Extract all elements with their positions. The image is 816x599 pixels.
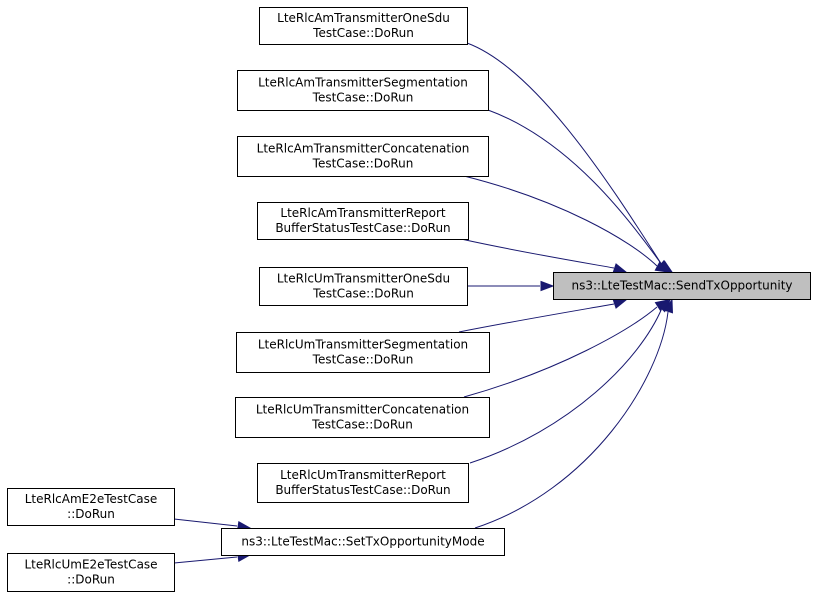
node-label-line: ::DoRun: [67, 507, 115, 521]
node-label-line: TestCase::DoRun: [311, 418, 413, 432]
node-um-report[interactable]: LteRlcUmTransmitterReportBufferStatusTes…: [257, 463, 469, 503]
edge-am_report-to-send_tx: [460, 238, 628, 274]
node-box: [221, 528, 505, 556]
node-label-line: LteRlcAmTransmitterSegmentation: [258, 76, 468, 90]
node-box: [7, 553, 175, 592]
edge-arrowhead: [663, 298, 674, 314]
node-box: [236, 332, 490, 373]
node-am-segmentation[interactable]: LteRlcAmTransmitterSegmentationTestCase:…: [237, 70, 489, 111]
node-label-line: ns3::LteTestMac::SetTxOpportunityMode: [241, 535, 484, 549]
node-label-line: LteRlcUmTransmitterReport: [280, 468, 446, 482]
edge-line: [463, 175, 658, 267]
edge-line: [466, 42, 663, 266]
node-label-line: BufferStatusTestCase::DoRun: [275, 483, 450, 497]
edge-line: [458, 303, 615, 333]
edge-arrowhead: [540, 280, 555, 292]
edge-line: [173, 556, 238, 564]
node-label-line: LteRlcAmTransmitterConcatenation: [257, 142, 470, 156]
node-box: [7, 488, 175, 526]
node-label-line: LteRlcUmTransmitterConcatenation: [256, 403, 469, 417]
node-label-line: BufferStatusTestCase::DoRun: [275, 221, 450, 235]
node-box: [259, 267, 468, 306]
node-send-tx[interactable]: ns3::LteTestMac::SendTxOpportunity: [553, 272, 811, 300]
node-label-line: TestCase::DoRun: [312, 91, 414, 105]
node-box: [257, 463, 469, 503]
node-label-line: LteRlcUmTransmitterOneSdu: [277, 272, 450, 286]
node-box: [235, 397, 490, 438]
node-box: [553, 272, 811, 300]
edge-arrowhead: [612, 263, 628, 274]
edge-arrowhead: [612, 298, 628, 309]
edge-line: [487, 109, 663, 266]
node-um-concatenation[interactable]: LteRlcUmTransmitterConcatenationTestCase…: [235, 397, 490, 438]
node-um-segmentation[interactable]: LteRlcUmTransmitterSegmentationTestCase:…: [236, 332, 490, 373]
edge-line: [460, 238, 615, 269]
node-am-e2e[interactable]: LteRlcAmE2eTestCase::DoRun: [7, 488, 175, 526]
edge-line: [463, 306, 658, 398]
edge-line: [469, 307, 663, 464]
edge-um_segmentation-to-send_tx: [458, 298, 628, 333]
node-box: [257, 202, 469, 240]
node-label-line: ns3::LteTestMac::SendTxOpportunity: [571, 279, 792, 293]
node-um-e2e[interactable]: LteRlcUmE2eTestCase::DoRun: [7, 553, 175, 592]
node-label-line: TestCase::DoRun: [312, 287, 414, 301]
node-label-line: LteRlcAmTransmitterReport: [280, 206, 445, 220]
edge-line: [474, 311, 669, 529]
node-label-line: TestCase::DoRun: [312, 157, 414, 171]
node-label-line: LteRlcAmTransmitterOneSdu: [277, 11, 450, 25]
node-am-concatenation[interactable]: LteRlcAmTransmitterConcatenationTestCase…: [237, 136, 489, 177]
node-label-line: TestCase::DoRun: [312, 353, 414, 367]
node-box: [237, 136, 489, 177]
node-label-line: ::DoRun: [67, 573, 115, 587]
edge-set_tx_mode-to-send_tx: [474, 298, 674, 529]
edge-line: [173, 518, 238, 527]
edge-am_concatenation-to-send_tx: [463, 175, 670, 273]
nodes-layer: ns3::LteTestMac::SendTxOpportunityns3::L…: [7, 7, 811, 592]
node-set-tx-mode[interactable]: ns3::LteTestMac::SetTxOpportunityMode: [221, 528, 505, 556]
node-am-report[interactable]: LteRlcAmTransmitterReportBufferStatusTes…: [257, 202, 469, 240]
node-box: [259, 7, 468, 45]
node-label-line: LteRlcUmTransmitterSegmentation: [258, 338, 468, 352]
edge-arrowhead: [654, 261, 670, 273]
edge-um_one_sdu-to-send_tx: [467, 280, 555, 292]
edges-layer: [173, 42, 674, 564]
node-label-line: LteRlcAmE2eTestCase: [25, 492, 158, 506]
node-label-line: TestCase::DoRun: [312, 26, 414, 40]
node-box: [237, 70, 489, 111]
node-label-line: LteRlcUmE2eTestCase: [24, 558, 157, 572]
